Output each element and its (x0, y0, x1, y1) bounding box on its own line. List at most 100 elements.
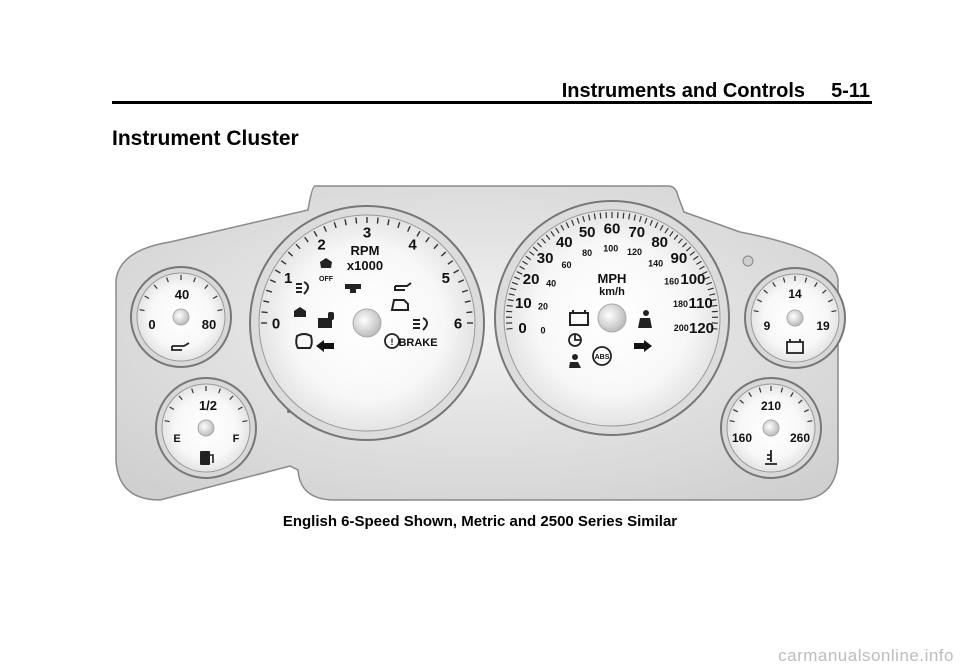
tick-mark (701, 270, 708, 275)
tick-mark (217, 309, 223, 312)
tick-mark (587, 214, 591, 221)
tick-mark (571, 219, 575, 226)
mph-label: 30 (537, 250, 554, 267)
headlamp-icon (413, 317, 428, 331)
tick-mark (333, 221, 337, 229)
tick-mark (669, 231, 674, 237)
check-engine-icon (390, 299, 409, 311)
tach-unit-rpm: RPM (351, 243, 380, 258)
tick-mark (287, 251, 294, 257)
mph-label: 110 (689, 295, 713, 312)
tick-mark (387, 219, 390, 226)
tick-mark (780, 387, 784, 393)
tach-label: 3 (363, 224, 371, 241)
tick-mark (622, 212, 625, 219)
tick-mark (242, 420, 248, 423)
tick-mark (263, 300, 270, 303)
tick-mark (555, 227, 560, 234)
tick-mark (822, 289, 827, 294)
section-name: Instruments and Controls (561, 80, 806, 102)
tick-mark (166, 277, 169, 283)
oil-pressure-gauge: 40 0 80 (130, 266, 232, 368)
kmh-label: 140 (648, 259, 663, 269)
speed-tick-marks (505, 212, 719, 330)
oil-label-min: 0 (148, 317, 155, 332)
fuel-label-empty: E (173, 433, 180, 445)
tick-mark (827, 299, 834, 303)
speed-needle-hub (597, 303, 627, 333)
tach-label: 4 (408, 237, 417, 254)
coolant-temp-gauge: 210 160 260 (720, 377, 822, 479)
tick-mark (545, 234, 551, 241)
tick-mark (506, 327, 513, 330)
traction-off-icon: OFF (319, 258, 334, 283)
tick-mark (323, 225, 327, 232)
coolant-temp-icon (765, 450, 777, 465)
tick-mark (522, 260, 528, 265)
tick-mark (204, 284, 209, 290)
tach-unit-x1000: x1000 (347, 258, 383, 273)
tick-mark (519, 265, 526, 270)
kmh-label: 80 (582, 248, 592, 258)
fuel-pump-icon (200, 451, 214, 465)
fuel-label-half: 1/2 (199, 398, 217, 413)
tach-label: 1 (284, 270, 292, 287)
tick-mark (709, 293, 716, 296)
tick-mark (682, 242, 688, 248)
speed-unit-mph: MPH (598, 271, 627, 286)
tick-mark (510, 287, 517, 291)
speed-unit-kmh: km/h (599, 286, 625, 298)
volt-label-max: 19 (816, 319, 830, 333)
tick-mark (516, 270, 523, 275)
page-number: 5-11 (831, 80, 870, 102)
tick-mark (689, 251, 695, 256)
tick-mark (565, 222, 570, 229)
volt-tick-marks (753, 276, 837, 313)
tick-mark (814, 282, 818, 287)
tick-mark (218, 388, 221, 394)
tick-mark (525, 255, 532, 261)
tick-mark (344, 219, 347, 226)
tick-mark (782, 277, 786, 283)
mph-label: 50 (579, 224, 596, 241)
airbag-icon (569, 354, 581, 368)
tick-mark (803, 409, 810, 413)
mph-label: 0 (518, 320, 526, 337)
turn-signal-left-icon (316, 340, 334, 352)
tick-mark (507, 299, 514, 302)
tick-mark (433, 243, 439, 250)
tick-mark (376, 217, 379, 224)
tick-mark (464, 300, 471, 303)
tick-mark (447, 260, 454, 265)
abs-icon: ABS (592, 346, 612, 366)
tick-mark (191, 388, 194, 394)
figure-caption: English 6-Speed Shown, Metric and 2500 S… (282, 513, 678, 530)
tick-mark (711, 304, 718, 307)
tick-mark (638, 215, 642, 223)
tick-mark (649, 219, 653, 226)
tick-mark (139, 309, 145, 312)
tick-mark (692, 255, 699, 261)
kmh-label: 60 (561, 260, 571, 270)
mph-label: 80 (651, 234, 668, 251)
traction-control-icon (294, 307, 306, 317)
tick-mark (229, 395, 234, 401)
security-icon (318, 312, 334, 328)
tach-label: 2 (317, 237, 325, 254)
tick-mark (798, 399, 803, 404)
tick-mark (706, 281, 713, 286)
fuel-label-full: F (233, 433, 240, 445)
tick-mark (461, 289, 469, 293)
temp-tick-marks (729, 386, 813, 423)
tick-mark (508, 293, 515, 296)
tick-mark (599, 212, 602, 219)
tick-mark (280, 260, 287, 265)
tick-mark (593, 213, 596, 220)
tick-mark (677, 238, 683, 244)
kmh-label: 0 (541, 325, 546, 335)
tick-mark (237, 406, 243, 411)
tick-mark (304, 236, 309, 243)
